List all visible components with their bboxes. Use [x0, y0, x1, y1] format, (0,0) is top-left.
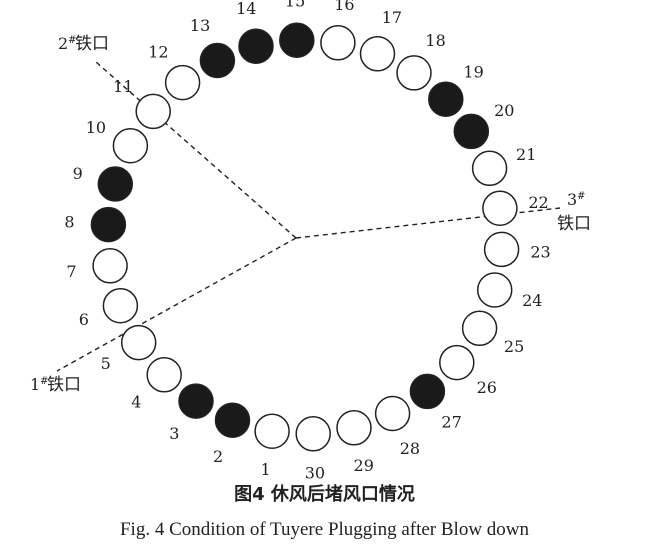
- tuyere-label-30: 30: [305, 463, 325, 480]
- tuyere-20-plugged: [453, 113, 490, 150]
- tuyere-label-12: 12: [148, 43, 168, 62]
- tuyere-6-open: [102, 287, 139, 324]
- tuyere-12-open: [164, 64, 201, 101]
- tuyere-7-open: [92, 248, 128, 284]
- tuyere-label-13: 13: [190, 16, 210, 35]
- tuyere-14-plugged: [238, 28, 274, 64]
- tuyere-17-open: [359, 36, 396, 72]
- taphole-labels: 1#铁口2#铁口3#铁口: [30, 34, 591, 395]
- tuyere-label-28: 28: [400, 439, 420, 458]
- tuyere-label-21: 21: [516, 145, 536, 164]
- tuyere-label-29: 29: [354, 456, 374, 475]
- tuyere-1-open: [254, 413, 290, 449]
- tuyere-label-9: 9: [73, 164, 83, 183]
- tuyere-label-27: 27: [441, 413, 461, 432]
- tuyere-label-18: 18: [425, 31, 445, 50]
- tuyere-10-open: [112, 127, 149, 164]
- tuyere-19-plugged: [428, 81, 464, 117]
- taphole-lines: [56, 61, 561, 372]
- tuyere-9-plugged: [97, 166, 134, 202]
- tuyere-11-open: [135, 93, 171, 130]
- tuyere-ring: [90, 22, 520, 452]
- tuyere-29-open: [336, 410, 372, 446]
- tuyere-label-6: 6: [79, 310, 89, 329]
- tuyere-30-open: [295, 416, 331, 452]
- taphole-label-2: 2#铁口: [58, 34, 109, 54]
- tuyere-24-open: [476, 272, 513, 308]
- tuyere-label-14: 14: [236, 0, 256, 18]
- tuyere-label-2: 2: [213, 447, 223, 466]
- svg-text:铁口: 铁口: [557, 214, 591, 234]
- tuyere-3-plugged: [178, 383, 214, 419]
- tuyere-13-plugged: [199, 42, 236, 79]
- tuyere-label-8: 8: [64, 213, 74, 232]
- svg-text:#: #: [68, 35, 76, 46]
- caption-chinese: 图4 休风后堵风口情况: [234, 484, 415, 505]
- tuyere-18-open: [396, 55, 432, 91]
- taphole-line-3: [295, 207, 561, 239]
- tuyere-label-23: 23: [530, 242, 550, 261]
- tuyere-label-15: 15: [285, 0, 305, 11]
- tuyere-label-4: 4: [131, 393, 141, 412]
- tuyere-label-22: 22: [528, 193, 548, 212]
- svg-text:铁口: 铁口: [75, 34, 109, 54]
- tuyere-label-25: 25: [504, 337, 524, 356]
- svg-text:3: 3: [567, 190, 577, 209]
- tuyere-label-24: 24: [522, 291, 542, 310]
- tuyere-28-open: [374, 395, 411, 432]
- taphole-label-3: 3# 铁口: [557, 190, 591, 234]
- tuyere-22-open: [482, 190, 518, 226]
- tuyere-15-plugged: [279, 22, 315, 58]
- tuyere-16-open: [320, 25, 356, 61]
- tuyere-label-17: 17: [382, 8, 402, 27]
- svg-text:#: #: [577, 191, 585, 202]
- tuyere-label-5: 5: [101, 354, 111, 373]
- tuyere-2-plugged: [214, 402, 251, 438]
- tuyere-25-open: [461, 310, 498, 347]
- taphole-line-1: [56, 237, 297, 372]
- tuyere-label-7: 7: [66, 262, 76, 281]
- tuyere-label-1: 1: [261, 460, 271, 479]
- svg-text:铁口: 铁口: [47, 375, 81, 395]
- tuyere-label-3: 3: [169, 424, 179, 443]
- svg-text:#: #: [40, 376, 48, 387]
- tuyere-label-26: 26: [477, 378, 497, 397]
- tuyere-label-10: 10: [86, 118, 106, 137]
- taphole-label-1: 1#铁口: [30, 375, 81, 395]
- tuyere-21-open: [471, 150, 508, 187]
- tuyere-26-open: [439, 344, 475, 381]
- svg-text:2: 2: [58, 34, 68, 53]
- tuyere-label-19: 19: [463, 62, 483, 81]
- tuyere-label-11: 11: [113, 77, 133, 96]
- tuyere-27-plugged: [409, 373, 446, 410]
- tuyere-4-open: [146, 357, 182, 393]
- tuyere-5-open: [120, 324, 157, 361]
- tuyere-label-16: 16: [334, 0, 354, 14]
- svg-text:1: 1: [30, 375, 40, 394]
- tuyere-23-open: [483, 231, 520, 268]
- caption-english: Fig. 4 Condition of Tuyere Plugging afte…: [119, 519, 530, 540]
- tuyere-label-20: 20: [494, 101, 514, 120]
- tuyere-8-plugged: [90, 206, 127, 243]
